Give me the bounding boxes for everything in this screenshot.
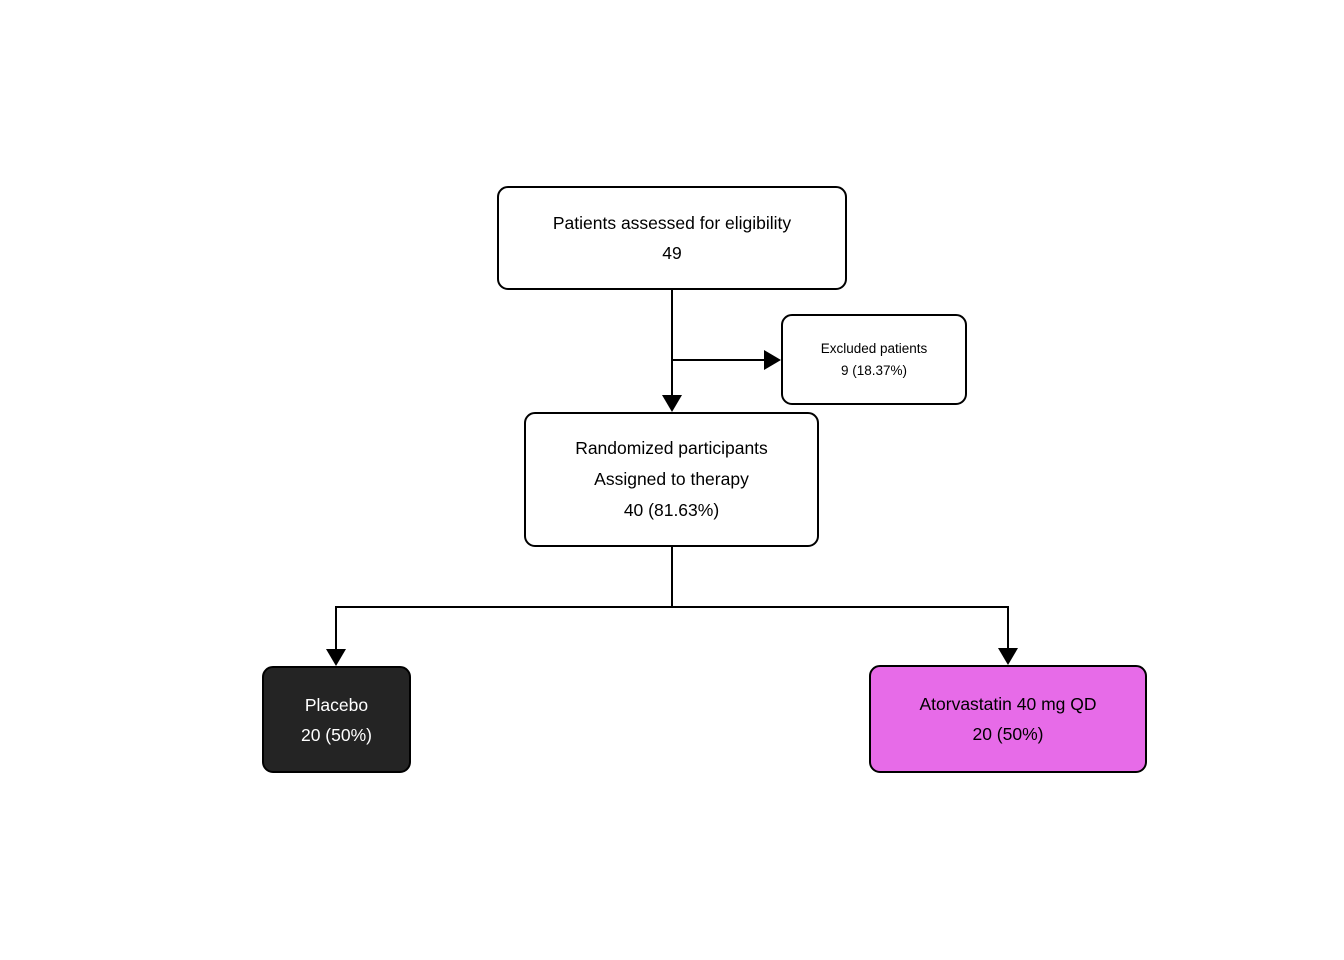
node-excluded: Excluded patients 9 (18.37%) xyxy=(781,314,967,405)
connector-to-excluded xyxy=(671,359,766,361)
node-placebo-label: Placebo xyxy=(304,694,369,715)
node-excluded-label: Excluded patients xyxy=(820,340,928,356)
branch-horizontal-line xyxy=(335,606,1008,608)
arrowhead-excluded xyxy=(764,350,781,370)
node-randomized: Randomized participants Assigned to ther… xyxy=(524,412,819,547)
node-eligibility-label: Patients assessed for eligibility xyxy=(552,213,792,233)
connector-eligibility-randomized xyxy=(671,289,673,397)
connector-branch-placebo xyxy=(335,606,337,650)
node-atorvastatin-label: Atorvastatin 40 mg QD xyxy=(919,694,1097,714)
node-excluded-count: 9 (18.37%) xyxy=(840,362,908,378)
arrowhead-placebo xyxy=(326,649,346,666)
connector-randomized-branch xyxy=(671,547,673,607)
node-placebo: Placebo 20 (50%) xyxy=(262,666,411,773)
node-randomized-label2: Assigned to therapy xyxy=(594,469,749,489)
node-eligibility-count: 49 xyxy=(662,243,682,263)
node-atorvastatin: Atorvastatin 40 mg QD 20 (50%) xyxy=(869,665,1147,773)
arrowhead-atorvastatin xyxy=(998,648,1018,665)
node-atorvastatin-count: 20 (50%) xyxy=(972,724,1044,744)
node-placebo-count: 20 (50%) xyxy=(300,724,372,745)
node-eligibility: Patients assessed for eligibility 49 xyxy=(497,186,847,290)
connector-branch-atorvastatin xyxy=(1007,606,1009,649)
node-randomized-label1: Randomized participants xyxy=(575,438,768,458)
arrowhead-randomized xyxy=(662,395,682,412)
node-randomized-count: 40 (81.63%) xyxy=(623,500,720,520)
